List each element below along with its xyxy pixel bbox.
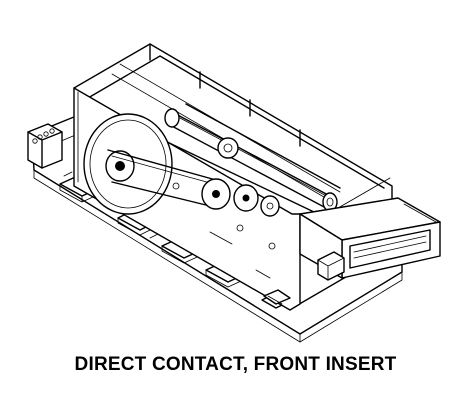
rear-connector [27, 123, 63, 169]
upper-belts [164, 103, 341, 212]
figure-caption: DIRECT CONTACT, FRONT INSERT [74, 354, 397, 375]
flywheel [83, 113, 173, 215]
sensor-tab [263, 289, 291, 305]
card-insert-slot [299, 197, 441, 279]
drive-belt [107, 149, 217, 207]
motor-pulleys [201, 178, 280, 217]
front-bracket [317, 251, 345, 281]
